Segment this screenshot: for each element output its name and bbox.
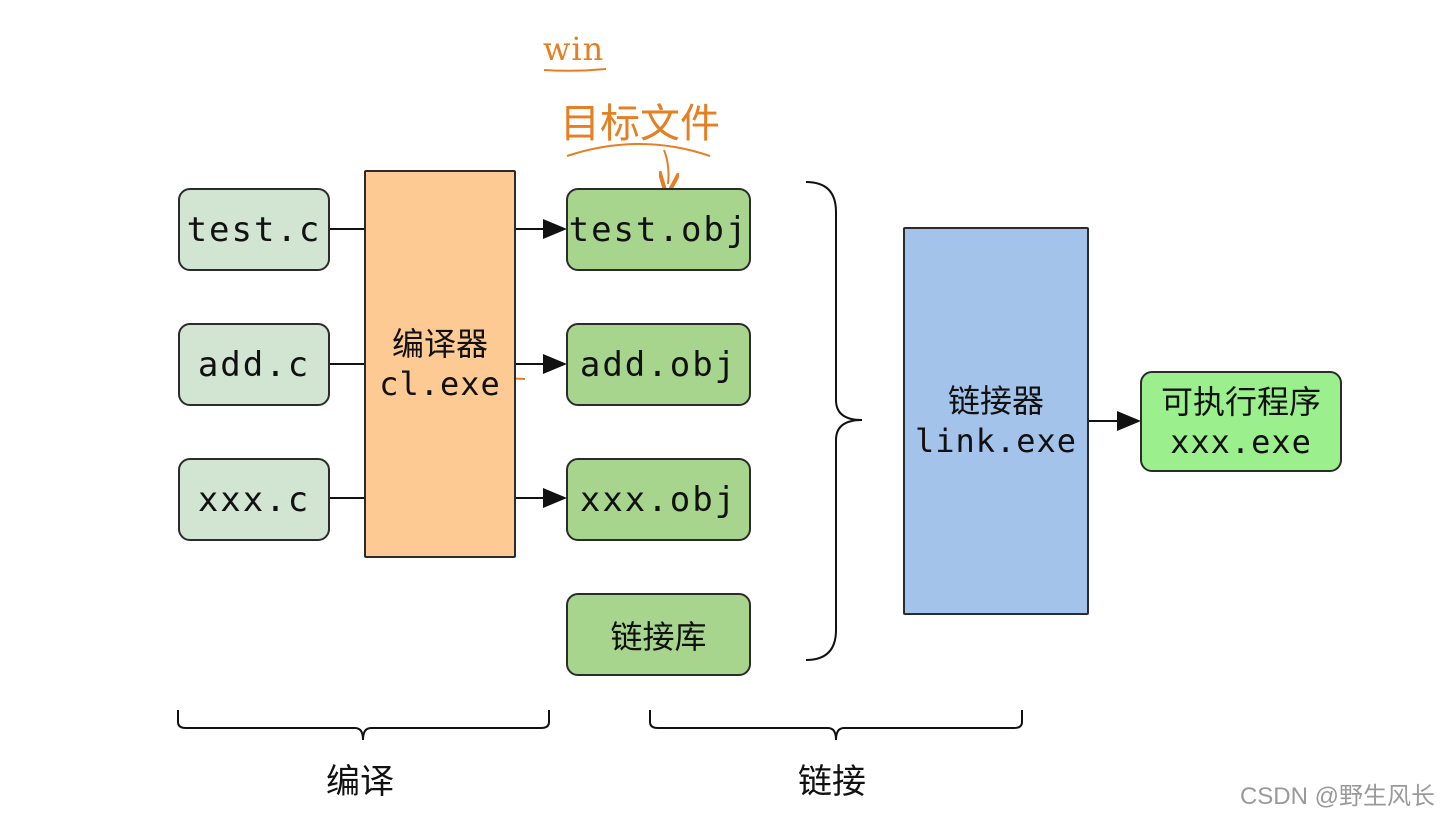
source-file-add: add.c [178, 323, 330, 406]
linker-title: 链接器 [947, 382, 1044, 420]
executable-title: 可执行程序 [1160, 382, 1321, 421]
linker-exe: link.exe [914, 422, 1078, 460]
object-file-annotation: 目标文件 [560, 101, 720, 147]
watermark: CSDN @野生风长 [1239, 783, 1435, 810]
compiler-box: 编译器 cl.exe [364, 170, 516, 558]
source-file-test: test.c [178, 188, 330, 271]
annotation-arrow [664, 149, 669, 184]
win-underline [543, 68, 607, 72]
link-library-box: 链接库 [566, 593, 751, 676]
executable-box: 可执行程序 xxx.exe [1140, 371, 1342, 472]
platform-annotation: win [543, 30, 605, 68]
object-file-xxx: xxx.obj [566, 458, 751, 541]
object-file-test: test.obj [566, 188, 751, 271]
compiler-exe: cl.exe [379, 365, 501, 403]
annotation-arc [566, 143, 711, 157]
source-file-xxx: xxx.c [178, 458, 330, 541]
link-brace [649, 710, 1023, 741]
object-file-label: xxx.obj [579, 479, 738, 520]
objects-brace [805, 181, 863, 661]
linker-box: 链接器 link.exe [903, 227, 1089, 615]
source-file-label: xxx.c [197, 479, 311, 520]
compile-phase-label: 编译 [326, 762, 394, 802]
link-library-label: 链接库 [610, 617, 707, 656]
link-phase-label: 链接 [798, 762, 866, 802]
object-file-label: add.obj [579, 344, 738, 385]
source-file-label: test.c [186, 209, 322, 250]
source-file-label: add.c [197, 344, 311, 385]
compiler-title: 编译器 [391, 325, 488, 363]
object-file-label: test.obj [568, 209, 749, 250]
executable-exe: xxx.exe [1170, 422, 1312, 461]
compile-brace [177, 710, 550, 741]
object-file-add: add.obj [566, 323, 751, 406]
